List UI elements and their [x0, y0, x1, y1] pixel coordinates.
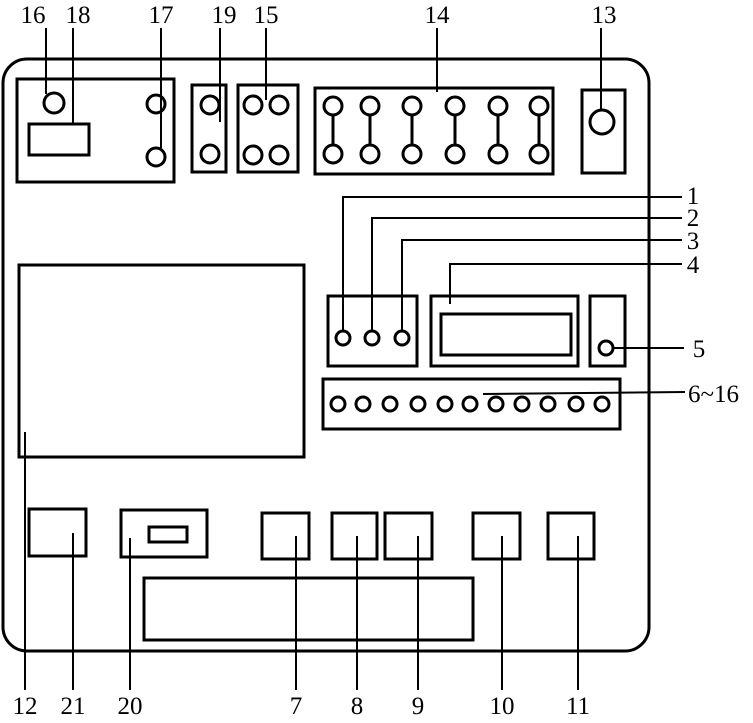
- label-13: 13: [592, 2, 617, 29]
- block-15: [236, 83, 300, 174]
- block-9: [383, 511, 434, 561]
- display-4-outer: [429, 294, 580, 368]
- terminal-19-bottom: [199, 143, 221, 165]
- jack-2: [363, 329, 381, 347]
- label-6-16: 6~16: [688, 381, 739, 408]
- label-21: 21: [61, 693, 86, 718]
- outer-panel: [1, 57, 651, 653]
- block-20: [119, 508, 209, 559]
- terminals-14: [322, 95, 550, 165]
- label-11: 11: [566, 693, 590, 718]
- label-7: 7: [290, 693, 303, 718]
- label-15: 15: [254, 2, 279, 29]
- leader-lines-top: [45, 28, 602, 148]
- knob-13: [588, 108, 616, 136]
- jack-3: [393, 329, 411, 347]
- jack-1: [334, 329, 352, 347]
- label-5: 5: [693, 336, 706, 363]
- block-11: [546, 511, 596, 561]
- jack-5: [597, 339, 615, 357]
- jack-row-6-16: [321, 377, 622, 431]
- terminal-15-2: [268, 94, 290, 116]
- display-4-inner: [439, 312, 573, 357]
- block-14: [313, 86, 555, 176]
- knob-17-top: [145, 93, 167, 115]
- label-19: 19: [212, 2, 237, 29]
- bottom-strip: [142, 576, 475, 642]
- block-7: [260, 511, 311, 561]
- label-3: 3: [687, 228, 700, 255]
- label-20: 20: [118, 693, 143, 718]
- block-16-17-18: [15, 77, 176, 184]
- block-10: [471, 511, 522, 561]
- label-12: 12: [13, 693, 38, 718]
- terminal-19-top: [199, 94, 221, 116]
- label-18: 18: [66, 2, 91, 29]
- display-18: [27, 122, 91, 157]
- label-8: 8: [351, 693, 364, 718]
- block-12: [17, 263, 306, 459]
- jacks-6-16: [329, 395, 611, 413]
- label-14: 14: [425, 2, 451, 29]
- leader-lines-right: [342, 196, 686, 395]
- knob-16: [42, 91, 66, 115]
- label-2: 2: [687, 205, 700, 232]
- label-10: 10: [490, 693, 515, 718]
- block-5: [588, 294, 627, 368]
- block-19: [190, 83, 228, 174]
- label-9: 9: [412, 693, 425, 718]
- block-13: [580, 88, 627, 175]
- leader-lines-bottom: [24, 432, 579, 690]
- label-4: 4: [687, 252, 700, 279]
- terminal-15-4: [268, 144, 290, 166]
- label-17: 17: [149, 2, 174, 29]
- switch-20: [147, 525, 189, 544]
- block-8: [330, 511, 379, 561]
- label-16: 16: [21, 2, 46, 29]
- label-1: 1: [687, 183, 700, 210]
- terminal-15-1: [242, 94, 264, 116]
- terminal-15-3: [242, 144, 264, 166]
- knob-17-bottom: [145, 146, 167, 168]
- block-21: [27, 507, 88, 558]
